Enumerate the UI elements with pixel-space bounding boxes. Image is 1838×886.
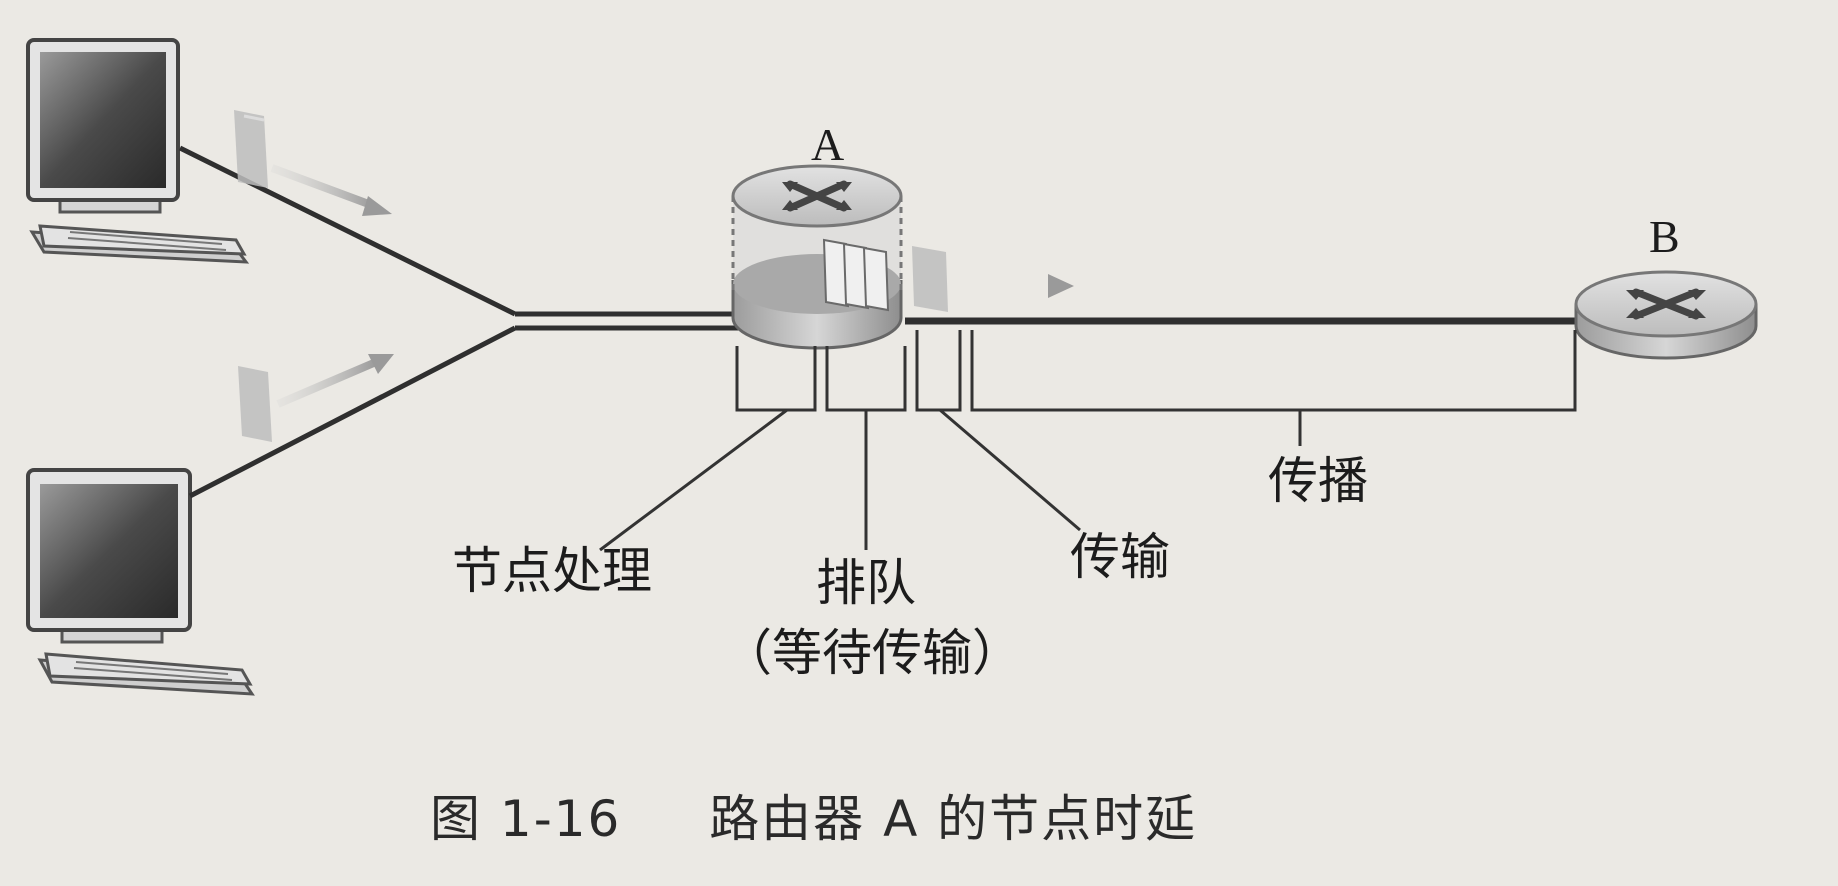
network-links — [178, 145, 1588, 499]
figure-caption: 图 1-16 路由器 A 的节点时延 — [430, 794, 1197, 844]
packet-icon — [912, 246, 948, 312]
figure-number: 图 1-16 — [430, 790, 622, 848]
queueing-delay-note: （等待传输） — [722, 624, 1022, 682]
packet-icon — [238, 366, 272, 442]
delay-brackets — [735, 330, 1577, 412]
transmission-bracket — [915, 330, 962, 412]
arrow-icon — [276, 354, 394, 408]
router-b-label: B — [1649, 211, 1680, 262]
propagation-bracket — [970, 330, 1577, 412]
processing-delay-label: 节点处理 — [452, 542, 652, 600]
propagation-delay-label: 传播 — [1268, 452, 1368, 510]
router-a-label: A — [811, 119, 845, 170]
queueing-delay-label: 排队 — [816, 554, 916, 612]
packet-icon — [234, 110, 268, 188]
transmission-delay-label: 传输 — [1070, 528, 1170, 586]
arrow-icon — [270, 164, 392, 216]
leader-lines — [599, 408, 1302, 552]
computer-icon — [26, 38, 250, 264]
computer-icon — [26, 468, 255, 696]
router-b-icon — [1574, 270, 1758, 360]
processing-bracket — [735, 346, 817, 412]
figure-title: 路由器 A 的节点时延 — [709, 790, 1198, 848]
arrow-icon — [958, 274, 1074, 298]
queued-packets — [822, 238, 890, 312]
queueing-bracket — [825, 346, 907, 412]
